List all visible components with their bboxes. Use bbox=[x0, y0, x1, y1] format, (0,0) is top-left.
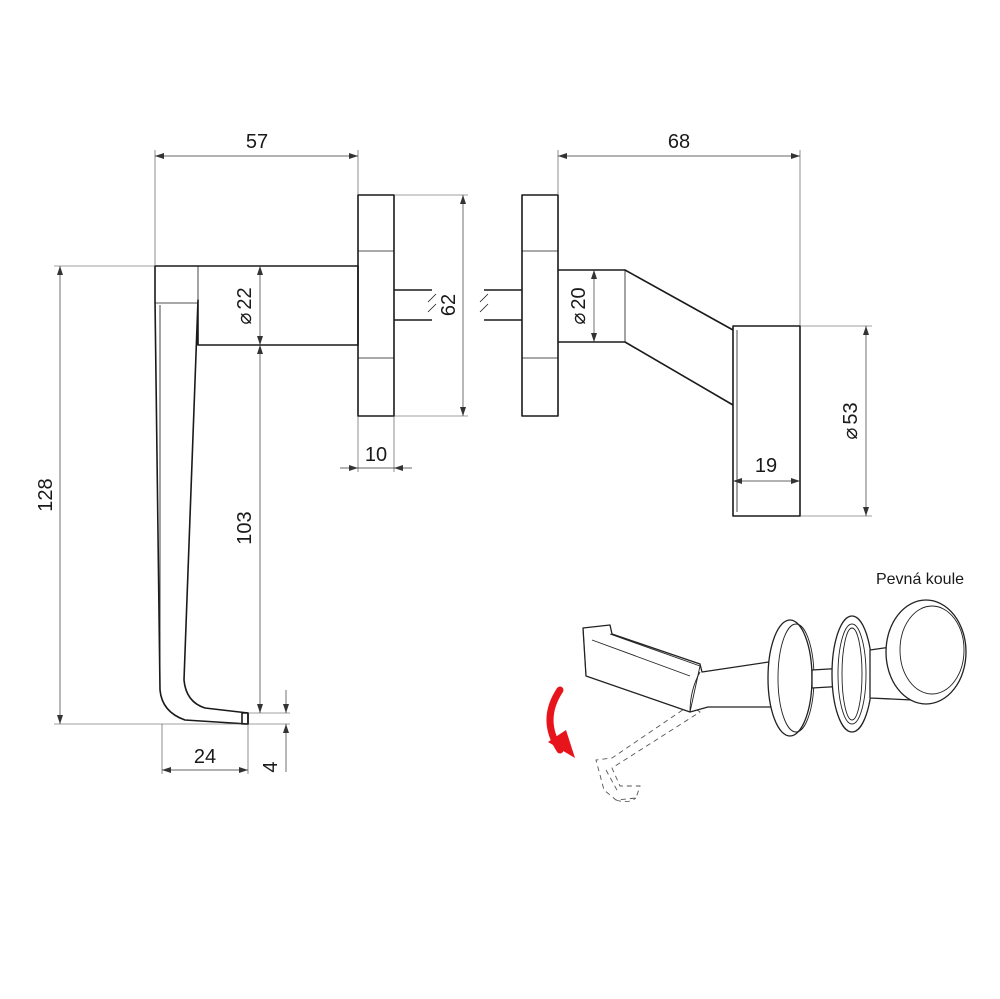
iso-rosette-ring-inner bbox=[837, 623, 867, 725]
lever-body-outline bbox=[154, 265, 359, 725]
spindle-stub-right bbox=[484, 289, 522, 321]
rosette-plate-left bbox=[357, 194, 395, 417]
dim-ball-diameter: ⌀53 bbox=[840, 402, 862, 439]
iso-lever-edges bbox=[582, 627, 701, 713]
iso-rosette bbox=[767, 619, 813, 737]
dim-shank-diameter: ⌀22 bbox=[234, 287, 256, 324]
dim-lever-length: 103 bbox=[234, 511, 256, 544]
rotated-lever-ghost-tip bbox=[605, 769, 637, 803]
curved-arrow-down-icon bbox=[546, 686, 575, 758]
knob-ball bbox=[732, 325, 801, 517]
dimension-lines: 57 128 ⌀22 103 24 4 62 10 bbox=[35, 131, 872, 774]
iso-knob-ball bbox=[885, 599, 967, 705]
dim-tip-width: 24 bbox=[194, 746, 216, 768]
spindle-break-mark bbox=[479, 293, 489, 313]
rotation-arrow-head bbox=[548, 730, 575, 758]
lever-tip-cap bbox=[241, 712, 249, 725]
knob-side-view bbox=[479, 194, 801, 517]
dim-tip-height: 4 bbox=[260, 761, 282, 772]
dim-rosette-thickness: 10 bbox=[365, 444, 387, 466]
spindle-stub-left bbox=[394, 289, 432, 321]
isometric-view bbox=[582, 599, 967, 803]
spindle-break-mark bbox=[427, 293, 437, 313]
iso-knob-ball-face bbox=[899, 605, 965, 695]
dim-rosette-height: 62 bbox=[438, 294, 460, 316]
rosette-plate-right bbox=[521, 194, 559, 417]
lever-front-face bbox=[155, 302, 198, 688]
dim-side-reach: 68 bbox=[668, 131, 690, 153]
knob-note-label: Pevná koule bbox=[876, 571, 964, 588]
dim-ball-depth: 19 bbox=[755, 455, 777, 477]
iso-rosette-ring-inner2 bbox=[841, 627, 863, 721]
dim-total-height: 128 bbox=[35, 478, 57, 511]
lever-front-view bbox=[154, 194, 437, 725]
rotated-lever-ghost bbox=[595, 704, 701, 801]
iso-lever-curve bbox=[689, 671, 701, 713]
dim-neck-diameter: ⌀20 bbox=[568, 287, 590, 324]
dim-front-width: 57 bbox=[246, 131, 268, 153]
